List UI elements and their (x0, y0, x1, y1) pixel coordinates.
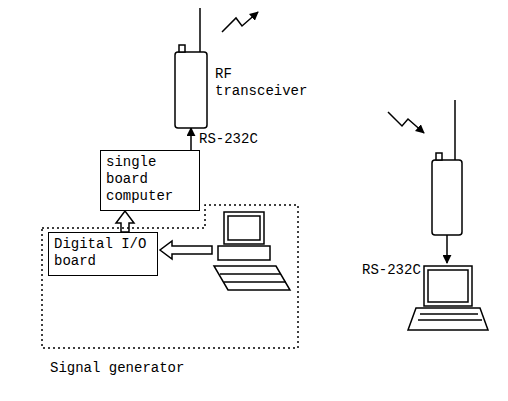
signal-name: RS-232C (362, 262, 421, 279)
serial-link-arrow (446, 235, 448, 263)
data-flow-arrow (160, 241, 212, 259)
connector (191, 128, 192, 150)
desktop-computer (214, 212, 290, 290)
connector (116, 211, 134, 232)
radio-wave-symbol (388, 112, 424, 133)
region-outline (42, 205, 298, 348)
box-label: Digital I/O board (54, 236, 152, 270)
rf-transceiver: RF transceiver (175, 52, 207, 128)
group-region: Digital I/O boardSignal generator (42, 205, 298, 348)
box-label: single board computer (106, 154, 194, 205)
group-label: Signal generator (50, 360, 184, 377)
rf-transceiver-outline (175, 52, 207, 128)
process-box: single board computer (100, 150, 200, 211)
process-box: Digital I/O board (48, 232, 158, 276)
radio-wave-symbol (222, 12, 258, 32)
edge-label: RS-232C (199, 131, 258, 148)
rf-transceiver-device (432, 100, 462, 235)
device-label: RF transceiver (215, 66, 315, 100)
